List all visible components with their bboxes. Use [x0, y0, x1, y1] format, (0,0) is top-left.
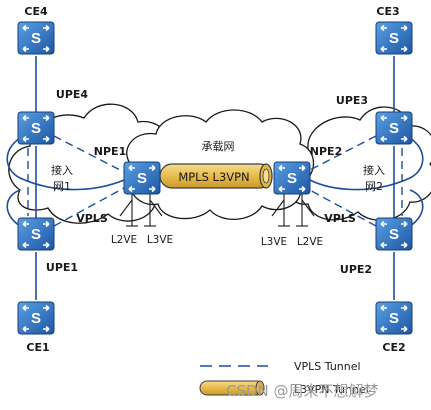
ce1-label: CE1: [26, 341, 49, 354]
ce2-switch-icon: [375, 301, 413, 335]
access-right-line2: 网2: [365, 180, 383, 193]
ce1-switch-icon: [17, 301, 55, 335]
npe2-switch-icon: [273, 161, 311, 195]
link-upe2-npe2: [409, 189, 424, 227]
npe1-l3ve-label: L3VE: [147, 234, 173, 246]
npe1-label: NPE1: [94, 145, 126, 158]
l3vpn-tunnel: [159, 163, 273, 189]
upe4-label: UPE4: [56, 88, 89, 101]
upe3-switch-icon: [375, 111, 413, 145]
access-left-line1: 接入: [51, 164, 73, 177]
vpls-tunnel-upe2-npe2: [305, 187, 377, 227]
watermark: CSDN @周末不想解梦: [226, 382, 379, 400]
core-network-label: 承载网: [202, 140, 235, 153]
ce4-label: CE4: [24, 5, 48, 18]
vpls-tunnel-upe3-npe2: [305, 135, 377, 173]
legend-vpls-tunnel-label: VPLS Tunnel: [294, 360, 361, 373]
ce3-label: CE3: [376, 5, 399, 18]
npe1-l2ve-symbol: [119, 194, 138, 227]
upe3-label: UPE3: [336, 94, 368, 107]
upe1-switch-icon: [17, 217, 55, 251]
vpls-right-label: VPLS: [324, 212, 356, 225]
npe2-l2ve-label: L2VE: [297, 236, 323, 248]
npe2-l3ve-label: L3VE: [261, 236, 287, 248]
link-upe3-npe2: [309, 137, 424, 191]
legend-l3vpn-tunnel-swatch: [199, 380, 265, 396]
ce4-switch-icon: [17, 21, 55, 55]
ce3-switch-icon: [375, 21, 413, 55]
link-upe4-npe1: [6, 137, 125, 191]
legend-l3vpn-tunnel-label: L3VPN Tunnel: [294, 383, 369, 396]
upe4-switch-icon: [17, 111, 55, 145]
vpls-tunnel-upe1-npe1: [53, 187, 125, 227]
vpls-tunnel-upe4-npe1: [53, 135, 125, 173]
link-upe1-npe1: [6, 189, 21, 227]
npe2-l2ve-symbol: [296, 194, 315, 227]
access-right-line1: 接入: [363, 164, 385, 177]
vpls-left-label: VPLS: [76, 212, 108, 225]
access-left-line2: 网1: [53, 180, 71, 193]
npe1-switch-icon: [123, 161, 161, 195]
upe2-switch-icon: [375, 217, 413, 251]
npe2-l3ve-symbol: [271, 194, 290, 227]
ce2-label: CE2: [382, 341, 405, 354]
npe1-l3ve-symbol: [144, 194, 163, 227]
upe2-label: UPE2: [340, 263, 372, 276]
npe1-l2ve-label: L2VE: [111, 234, 137, 246]
tunnel-label: MPLS L3VPN: [178, 170, 249, 184]
npe2-label: NPE2: [310, 145, 342, 158]
upe1-label: UPE1: [46, 261, 78, 274]
